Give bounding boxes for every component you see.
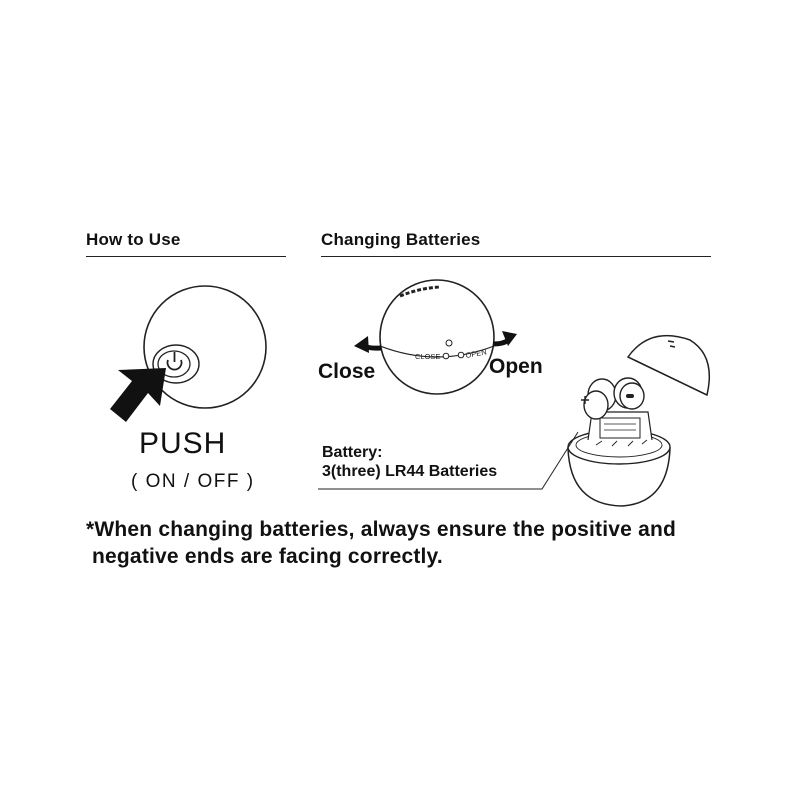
open-rotation-arrow-icon xyxy=(492,331,517,347)
open-ball-illustration xyxy=(567,334,711,507)
close-rotation-arrow-icon xyxy=(354,336,382,353)
battery-label: Battery: xyxy=(322,444,383,461)
push-label: PUSH xyxy=(139,427,227,460)
how-to-use-rule xyxy=(86,256,286,257)
push-arrow-icon xyxy=(110,368,166,422)
battery-note-line1: *When changing batteries, always ensure … xyxy=(86,518,677,541)
open-label: Open xyxy=(489,355,543,378)
changing-batteries-heading: Changing Batteries xyxy=(321,230,481,249)
close-mark-text: CLOSE xyxy=(415,352,440,361)
battery-note-line2: negative ends are facing correctly. xyxy=(92,545,443,568)
battery-icon xyxy=(613,377,645,410)
open-mark-dot xyxy=(457,351,465,359)
open-mark-text: OPEN xyxy=(465,347,488,360)
toy-ball-illustration xyxy=(143,285,267,409)
battery-type-label: 3(three) LR44 Batteries xyxy=(322,463,498,480)
close-mark-dot xyxy=(442,352,450,360)
battery-callout-line xyxy=(318,431,579,490)
changing-batteries-rule xyxy=(321,256,711,257)
closed-ball-illustration xyxy=(379,279,495,395)
on-off-label: ( ON / OFF ) xyxy=(131,471,255,492)
how-to-use-heading: How to Use xyxy=(86,230,181,249)
close-label: Close xyxy=(318,360,376,383)
power-icon xyxy=(166,352,183,371)
